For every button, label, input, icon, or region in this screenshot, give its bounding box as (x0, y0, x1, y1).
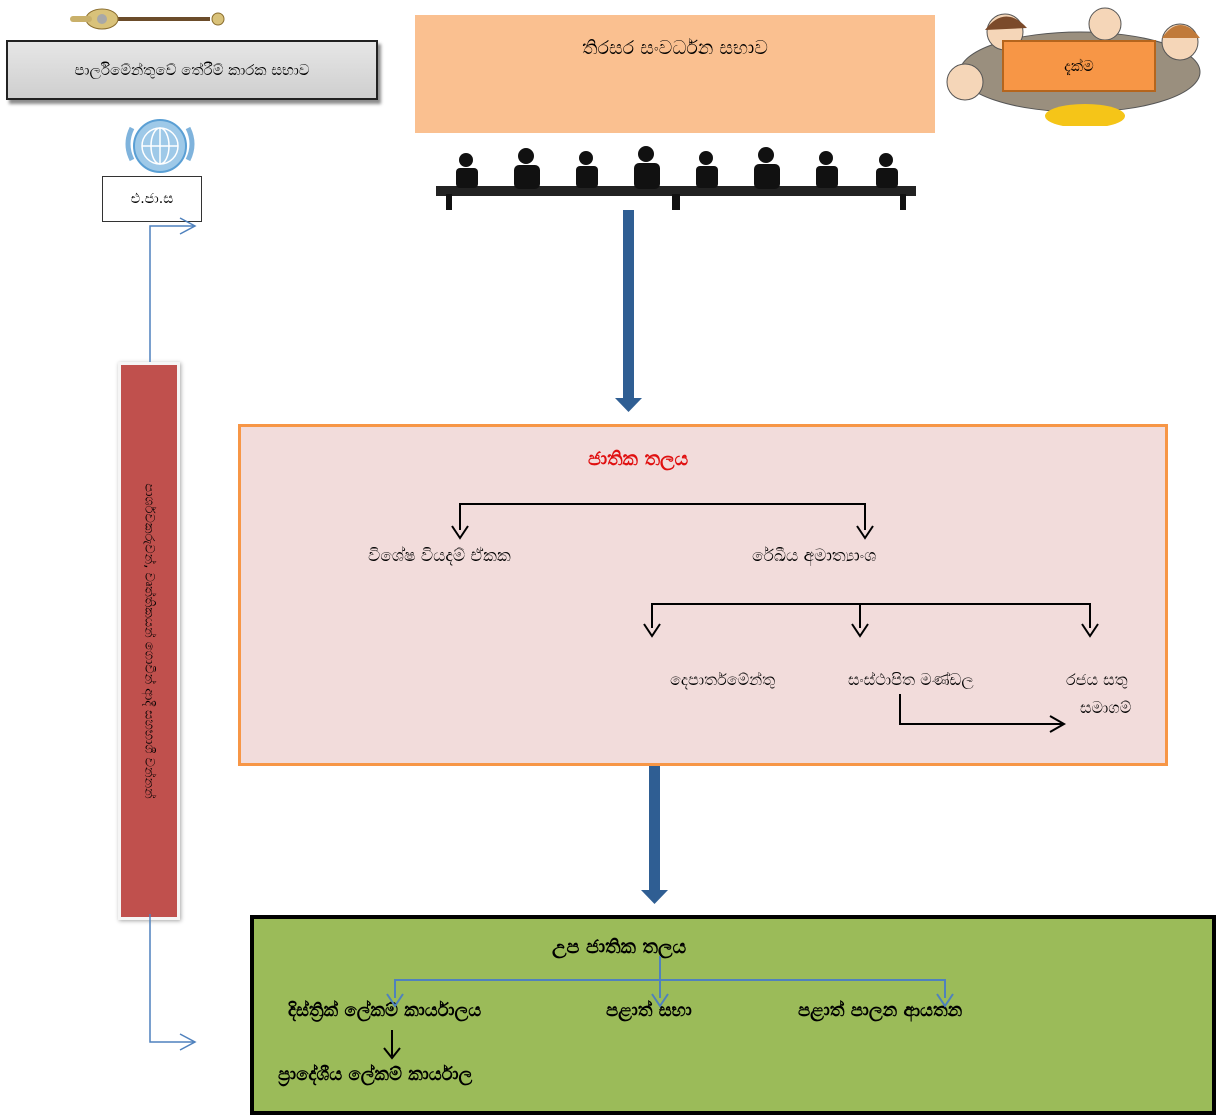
stakeholders-label: පාර්ශවකරුවන්, වෘත්තිකයන් ගොවීන් ආදී සහභා… (141, 483, 157, 799)
parliament-committee-box: පාර්ලිමේන්තුවේ තේරීම් කාරක සභාව (6, 40, 378, 100)
vision-label: දැක්ම (1064, 57, 1094, 75)
departments: දෙපාර්තමේන්තු (670, 670, 776, 689)
special-spending-units: විශේෂ වියදම් ඒකක (368, 546, 511, 566)
mace-image (70, 8, 225, 30)
provincial-local-institutions: පළාත් පාලන ආයතන (798, 1000, 963, 1021)
state-enterprises-line1: රජය සතු (1066, 670, 1128, 689)
national-level-title: ජාතික තලය (588, 448, 689, 470)
un-label: එ.ජා.ස (130, 191, 174, 207)
side-connector-to-un (149, 217, 197, 362)
subnational-level-title: උප ජාතික තලය (552, 936, 687, 958)
stakeholders-bar: පාර්ශවකරුවන්, වෘත්තිකයන් ගොවීන් ආදී සහභා… (118, 362, 180, 920)
national-level-box (238, 424, 1168, 766)
un-logo-icon (125, 119, 195, 173)
main-arrow-national-to-subnational (641, 766, 668, 904)
sustainable-development-council-label: තිරසර සංවර්ධන සභාව (582, 37, 768, 59)
parliament-committee-label: පාර්ලිමේන්තුවේ තේරීම් කාරක සභාව (74, 61, 310, 79)
sustainable-development-council-box: තිරසර සංවර්ධන සභාව (415, 15, 935, 133)
un-box: එ.ජා.ස (102, 176, 202, 222)
main-arrow-council-to-national (615, 210, 642, 412)
provincial-councils: පළාත් සභා (606, 1000, 692, 1021)
state-enterprises-line2: සමාගම් (1080, 698, 1132, 717)
meeting-silhouettes-image (436, 146, 916, 210)
divisional-secretariats: ප්‍රාදේශීය ලේකම් කාර්යාල (278, 1064, 473, 1085)
subnational-level-box (250, 915, 1216, 1115)
district-secretariats: දිස්ත්‍රික් ලේකම් කාර්යාලය (288, 1000, 482, 1021)
statutory-boards: සංස්ථාපිත මණ්ඩල (848, 670, 974, 689)
vision-label-box: දැක්ම (1002, 40, 1156, 92)
side-connector-to-subnational (149, 914, 197, 1051)
line-ministries: රේඛීය අමාත්‍යාංශ (752, 546, 877, 566)
